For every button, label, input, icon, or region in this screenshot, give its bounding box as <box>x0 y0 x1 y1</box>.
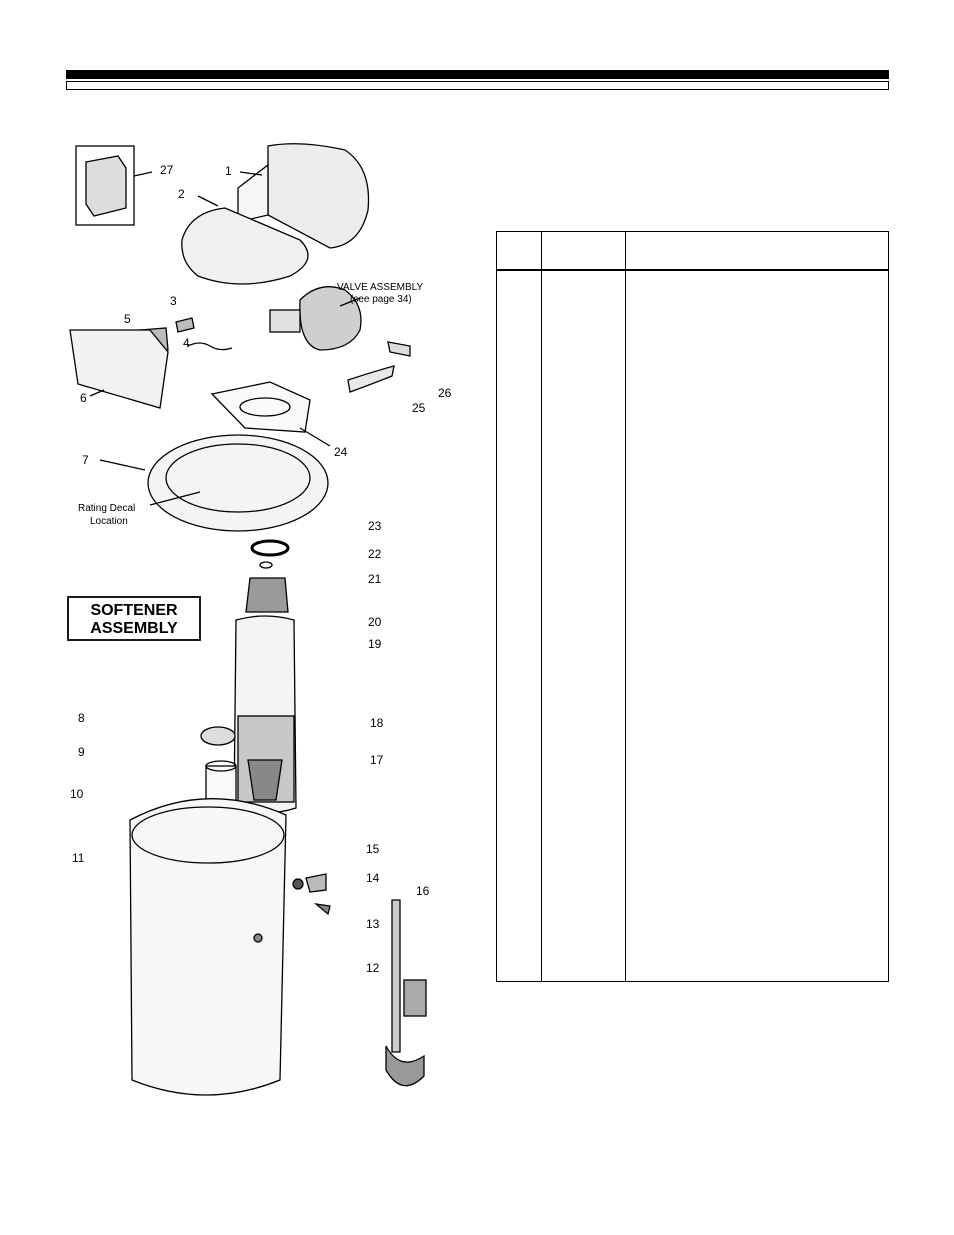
header-rule-thick <box>66 70 889 79</box>
callout-16: 16 <box>416 884 430 898</box>
valve-assembly-part <box>299 286 362 351</box>
callout-6: 6 <box>80 391 87 405</box>
callout-1: 1 <box>225 164 232 178</box>
softener-assembly-box <box>67 596 201 641</box>
callout-24: 24 <box>334 445 348 459</box>
callout-15: 15 <box>366 842 380 856</box>
callout-17: 17 <box>370 753 384 767</box>
callout-12: 12 <box>366 961 380 975</box>
salt-tank-part <box>129 798 287 1096</box>
table-header-rule <box>497 269 888 271</box>
callout-19: 19 <box>368 637 382 651</box>
callout-7: 7 <box>82 453 89 467</box>
callout-25: 25 <box>412 401 426 415</box>
transformer-frame <box>75 145 135 226</box>
brine-valve-part <box>391 899 401 1053</box>
decal-label-line2: Location <box>90 516 128 527</box>
callout-20: 20 <box>368 615 382 629</box>
callout-13: 13 <box>366 917 380 931</box>
callout-8: 8 <box>78 711 85 725</box>
callout-18: 18 <box>370 716 384 730</box>
callout-26: 26 <box>438 386 452 400</box>
callout-9: 9 <box>78 745 85 759</box>
softener-exploded-diagram: SOFTENER ASSEMBLY VALVE ASSEMBLY (see pa… <box>67 143 452 1096</box>
callout-4: 4 <box>183 336 190 350</box>
callout-11: 11 <box>72 851 85 865</box>
callout-5: 5 <box>124 312 131 326</box>
callout-27: 27 <box>160 163 174 177</box>
parts-table <box>496 231 889 982</box>
header-rule-thin <box>66 81 889 90</box>
transformer-part <box>85 155 127 217</box>
cover-part <box>267 143 370 249</box>
valve-label-line1: VALVE ASSEMBLY <box>337 282 423 293</box>
callout-23: 23 <box>368 519 382 533</box>
softener-title-line1: SOFTENER <box>90 602 178 619</box>
callout-numbers: 1 2 3 4 5 6 7 8 9 10 11 12 13 14 15 16 1… <box>70 163 452 975</box>
softener-title-line2: ASSEMBLY <box>90 620 178 637</box>
callout-2: 2 <box>178 187 185 201</box>
callout-22: 22 <box>368 547 382 561</box>
table-col-divider-2 <box>625 232 626 981</box>
distributor-head-part <box>245 577 289 613</box>
valve-label-line2: (see page 34) <box>350 294 412 305</box>
lid-part <box>181 207 309 285</box>
callout-14: 14 <box>366 871 380 885</box>
tray-part <box>147 434 329 532</box>
decal-label-line1: Rating Decal <box>78 503 135 514</box>
gasket-part <box>210 381 311 433</box>
table-col-divider-1 <box>541 232 542 981</box>
callout-3: 3 <box>170 294 177 308</box>
control-panel-part <box>69 329 169 409</box>
callout-21: 21 <box>368 572 382 586</box>
callout-10: 10 <box>70 787 84 801</box>
